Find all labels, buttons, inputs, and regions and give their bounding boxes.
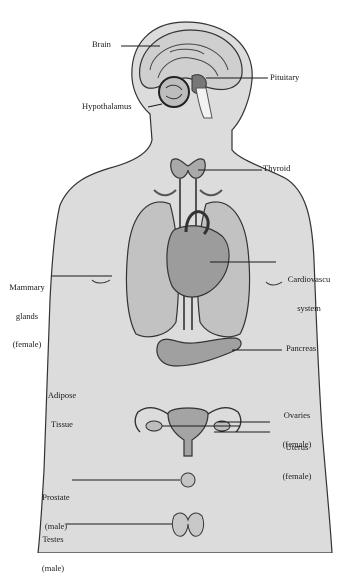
left-ovary [146,421,162,431]
label-prostate-line1: Prostate [36,493,76,503]
label-mammary-line2: glands [6,312,48,322]
label-cardiovascular-line2: system [279,304,339,314]
label-cardiovascular: Cardiovascu system [279,256,339,323]
label-testes-line1: Testes [36,535,70,545]
label-mammary: Mammary glands (female) [6,264,48,359]
label-adipose-line1: Adipose [40,391,84,401]
label-ovaries-line1: Ovaries [272,411,322,421]
label-uterus: Uterus (female) [272,424,322,491]
hypothalamus [159,77,189,107]
label-testes-line2: (male) [36,564,70,574]
label-testes: Testes (male) [36,516,70,583]
label-adipose-line2: Tissue [40,420,84,430]
label-brain: Brain [92,40,111,50]
label-thyroid: Thyroid [263,164,290,174]
label-cardiovascular-line1: Cardiovascu [279,275,339,285]
label-adipose: Adipose Tissue [40,372,84,439]
label-mammary-line1: Mammary [6,283,48,293]
prostate [181,473,195,487]
label-pancreas: Pancreas [286,344,316,354]
label-uterus-line1: Uterus [272,443,322,453]
label-uterus-line2: (female) [272,472,322,482]
label-mammary-line3: (female) [6,340,48,350]
label-pituitary: Pituitary [270,73,299,83]
label-hypothalamus: Hypothalamus [82,102,132,112]
